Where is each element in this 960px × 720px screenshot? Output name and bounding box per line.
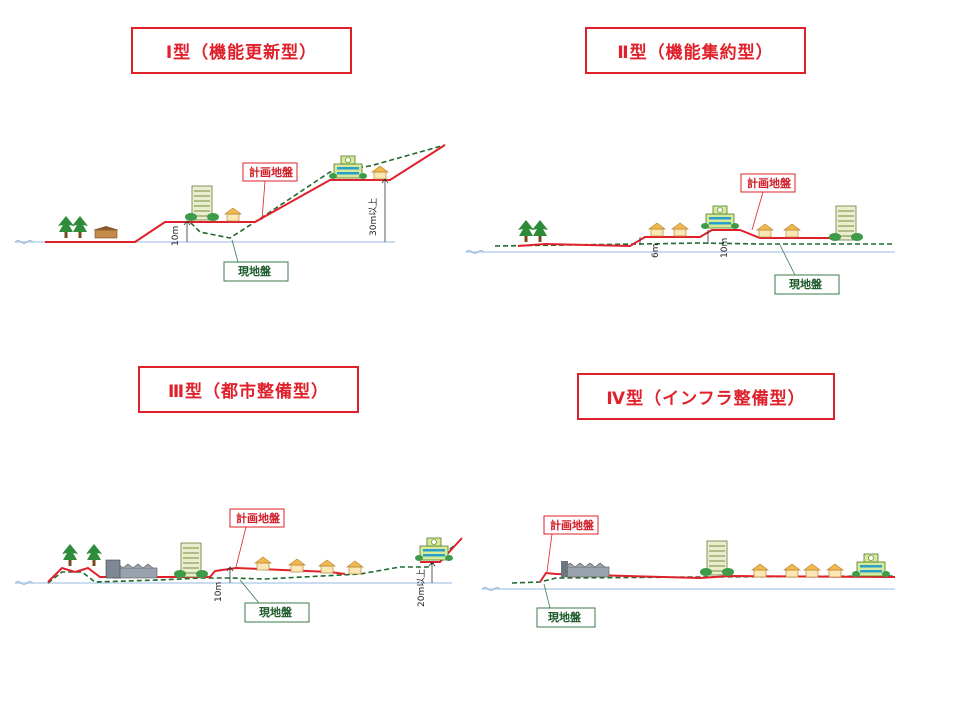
tree-icon	[532, 220, 548, 242]
hospital-icon	[851, 553, 891, 578]
house-icon	[756, 223, 774, 238]
apartment-icon	[828, 205, 864, 242]
house-icon	[803, 563, 821, 578]
panel-2-title: Ⅱ型（機能集約型）	[585, 27, 806, 74]
apartment-icon	[184, 185, 220, 222]
existing-ground-line	[47, 544, 456, 584]
panel-4-diagram: 計画地盤 現地盤	[481, 515, 896, 628]
existing-ground-line	[511, 575, 896, 584]
tree-icon	[62, 544, 78, 566]
panel-3-title: Ⅲ型（都市整備型）	[138, 366, 359, 413]
house-icon	[751, 563, 769, 578]
house-icon	[648, 222, 666, 237]
house-icon	[783, 563, 801, 578]
existing-ground-label: 現地盤	[238, 264, 272, 278]
house-icon	[93, 226, 119, 239]
panel-1-diagram: 10m 30m以上 計画地盤 現地盤	[14, 144, 446, 282]
planned-ground-label: 計画地盤	[236, 511, 281, 525]
planned-ground-line	[45, 144, 446, 243]
tree-icon	[72, 216, 88, 238]
building-icon	[105, 559, 121, 579]
dimension-label: 10m	[214, 582, 224, 602]
tree-icon	[58, 216, 74, 238]
existing-ground-label: 現地盤	[548, 610, 582, 624]
house-icon	[288, 558, 306, 573]
house-icon	[318, 559, 336, 574]
hospital-icon	[700, 205, 740, 230]
planned-ground-label: 計画地盤	[550, 518, 595, 532]
panel-4-title: Ⅳ型（インフラ整備型）	[577, 373, 835, 420]
house-icon	[254, 556, 272, 571]
hospital-icon	[328, 155, 368, 180]
hospital-icon	[414, 537, 454, 562]
house-icon	[671, 222, 689, 237]
dimension-label: 6m	[651, 244, 661, 259]
panel-3-diagram: 10m 20m以上 計画地盤 現地盤	[14, 508, 463, 623]
dimension-label: 10m	[720, 238, 730, 258]
panel-2-diagram: 6m 10m 計画地盤 現地盤	[465, 173, 895, 295]
panel-1-title: Ⅰ型（機能更新型）	[131, 27, 352, 74]
apartment-icon	[699, 540, 735, 577]
house-icon	[826, 563, 844, 578]
existing-ground-label: 現地盤	[259, 605, 293, 619]
planned-ground-line	[517, 229, 830, 248]
tree-icon	[518, 220, 534, 242]
dimension-label: 10m	[171, 226, 181, 246]
apartment-icon	[173, 542, 209, 579]
dimension-label: 30m以上	[368, 198, 379, 236]
house-icon	[224, 207, 242, 222]
planned-ground-label: 計画地盤	[747, 176, 792, 190]
factory-icon	[560, 560, 610, 578]
tree-icon	[86, 544, 102, 566]
existing-ground-label: 現地盤	[789, 277, 823, 291]
house-icon	[371, 165, 389, 180]
planned-ground-label: 計画地盤	[249, 165, 294, 179]
dimension-label: 20m以上	[416, 569, 427, 607]
house-icon	[346, 560, 364, 575]
house-icon	[783, 223, 801, 238]
